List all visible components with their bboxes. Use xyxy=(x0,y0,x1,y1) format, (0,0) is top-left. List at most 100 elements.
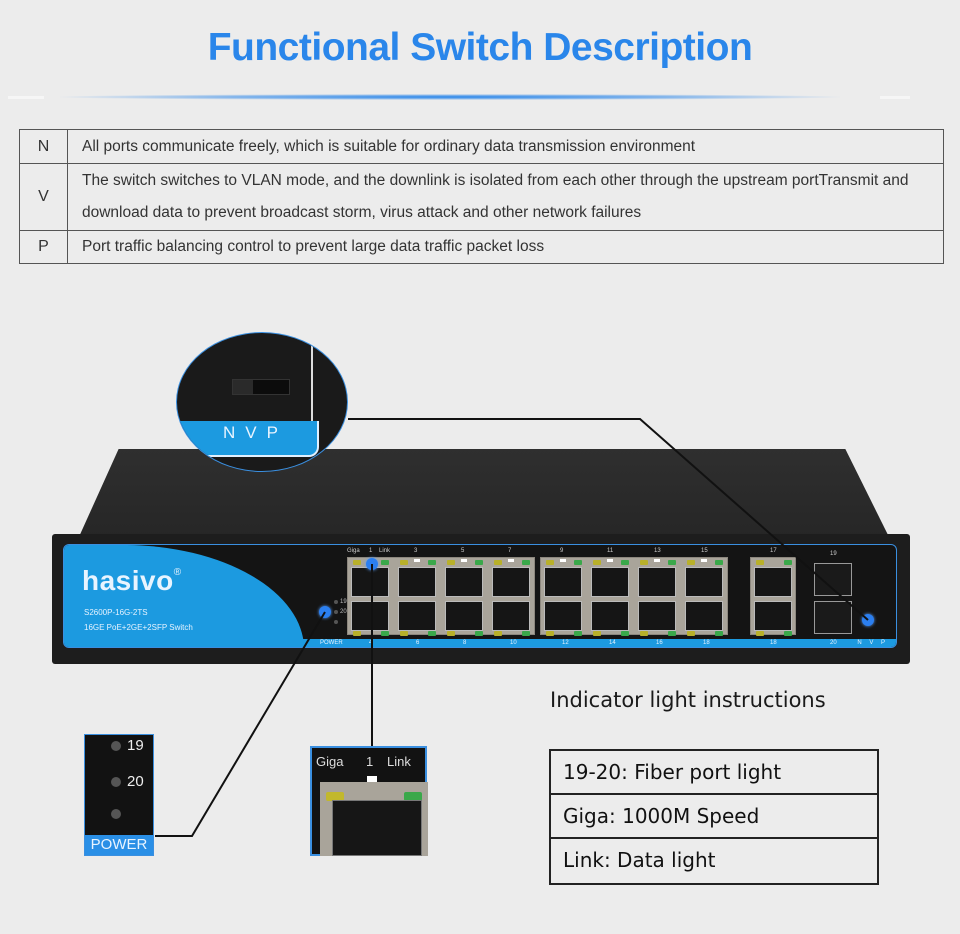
port-number-label: 15 xyxy=(701,548,708,554)
port-number-label: 1 xyxy=(369,548,373,554)
mode-slide-switch xyxy=(232,379,290,395)
inset-power-label: POWER xyxy=(85,835,153,855)
rj45-port xyxy=(544,601,582,631)
port-number-label: 8 xyxy=(463,640,467,646)
port-marker xyxy=(654,559,660,562)
led-dot-icon xyxy=(334,600,338,604)
page-title: Functional Switch Description xyxy=(207,26,753,69)
giga-led-icon xyxy=(447,560,455,565)
port-number-label: 14 xyxy=(609,640,616,646)
port-number-label: 5 xyxy=(461,548,465,554)
rj45-port xyxy=(445,601,483,631)
sfp-port xyxy=(814,601,852,634)
link-led-icon xyxy=(475,631,483,636)
led-dot-icon xyxy=(111,740,121,751)
inset-link-label: Link xyxy=(387,754,411,769)
inset-led-19: 19 xyxy=(111,737,144,754)
giga-led-icon xyxy=(546,560,554,565)
led-dot-icon xyxy=(334,620,338,624)
led-dot-icon xyxy=(111,776,121,787)
logo-area: hasivo® S2600P-16G-2TS 16GE PoE+2GE+2SFP… xyxy=(64,545,304,647)
title-divider-left xyxy=(8,96,44,99)
led-label: 19 xyxy=(340,599,347,605)
giga-led-icon xyxy=(640,560,648,565)
mode-key: V xyxy=(19,163,68,231)
giga-led-icon xyxy=(756,631,764,636)
giga-led-icon xyxy=(756,560,764,565)
table-row: N All ports communicate freely, which is… xyxy=(19,129,944,164)
link-led-icon xyxy=(475,560,483,565)
port-number-label: 20 xyxy=(830,640,837,646)
title-divider-right xyxy=(880,96,910,99)
status-led-column: 19 20 xyxy=(334,597,347,627)
port-number-label: 12 xyxy=(562,640,569,646)
panel-bottom-strip xyxy=(64,639,896,647)
port-marker xyxy=(607,559,613,562)
led-label: 20 xyxy=(127,773,144,790)
power-led-inset: 19 20 POWER xyxy=(84,734,154,856)
port-number-label: 17 xyxy=(770,548,777,554)
rj45-port xyxy=(398,601,436,631)
switch-front-panel: hasivo® S2600P-16G-2TS 16GE PoE+2GE+2SFP… xyxy=(63,544,897,648)
giga-led-icon xyxy=(640,631,648,636)
port-socket xyxy=(332,800,422,856)
power-callout-marker xyxy=(319,606,331,618)
giga-led-icon xyxy=(593,631,601,636)
port-number-label: 19 xyxy=(830,551,837,557)
giga-led-icon xyxy=(400,560,408,565)
link-led-icon xyxy=(381,560,389,565)
rj45-port xyxy=(685,567,723,597)
giga-led-icon xyxy=(494,560,502,565)
giga-led-icon xyxy=(687,631,695,636)
link-led-icon xyxy=(574,631,582,636)
rj45-port xyxy=(591,567,629,597)
port-number-label: 16 xyxy=(656,640,663,646)
rj45-port xyxy=(544,567,582,597)
inset-giga-label: Giga xyxy=(316,754,344,769)
port-marker xyxy=(367,776,377,782)
nvp-labels: NVP xyxy=(223,423,288,442)
port-callout-marker xyxy=(366,558,378,570)
led-label: 19 xyxy=(127,737,144,754)
rj45-port xyxy=(351,601,389,631)
link-led-icon xyxy=(715,631,723,636)
rj45-port xyxy=(445,567,483,597)
giga-led-icon xyxy=(687,560,695,565)
model-number: S2600P-16G-2TS xyxy=(84,608,148,617)
inset-led-20: 20 xyxy=(111,773,144,790)
sfp-port xyxy=(814,563,852,596)
link-led-icon xyxy=(404,792,422,801)
rj45-port xyxy=(754,567,792,597)
led-power xyxy=(334,617,347,627)
port-number-label: 3 xyxy=(414,548,418,554)
giga-led-icon xyxy=(353,631,361,636)
port-number-label: 10 xyxy=(510,640,517,646)
port-number-label: 18 xyxy=(770,640,777,646)
mode-key: N xyxy=(19,129,68,164)
giga-label: Giga xyxy=(347,548,360,554)
switch-chassis-top xyxy=(78,449,890,539)
label-band xyxy=(177,421,319,457)
giga-led-icon xyxy=(400,631,408,636)
port-marker xyxy=(461,559,467,562)
link-led-icon xyxy=(428,631,436,636)
indicator-row: 19-20: Fiber port light xyxy=(551,751,877,795)
mode-description: Port traffic balancing control to preven… xyxy=(67,230,944,264)
slide-switch-knob xyxy=(233,380,253,394)
giga-led-icon xyxy=(447,631,455,636)
led-dot-icon xyxy=(111,809,121,819)
rj45-port xyxy=(492,567,530,597)
mode-switch-label: N V P xyxy=(857,640,888,646)
link-led-icon xyxy=(621,560,629,565)
giga-led-icon xyxy=(326,792,344,801)
power-label: POWER xyxy=(320,640,343,646)
port-number-label: 6 xyxy=(416,640,420,646)
link-label: Link xyxy=(379,548,391,554)
led-19: 19 xyxy=(334,597,347,607)
led-dot-icon xyxy=(334,610,338,614)
title-divider xyxy=(60,94,840,100)
mode-description-table: N All ports communicate freely, which is… xyxy=(19,129,944,264)
port-number-label: 7 xyxy=(508,548,512,554)
rj45-port xyxy=(638,567,676,597)
link-led-icon xyxy=(784,560,792,565)
